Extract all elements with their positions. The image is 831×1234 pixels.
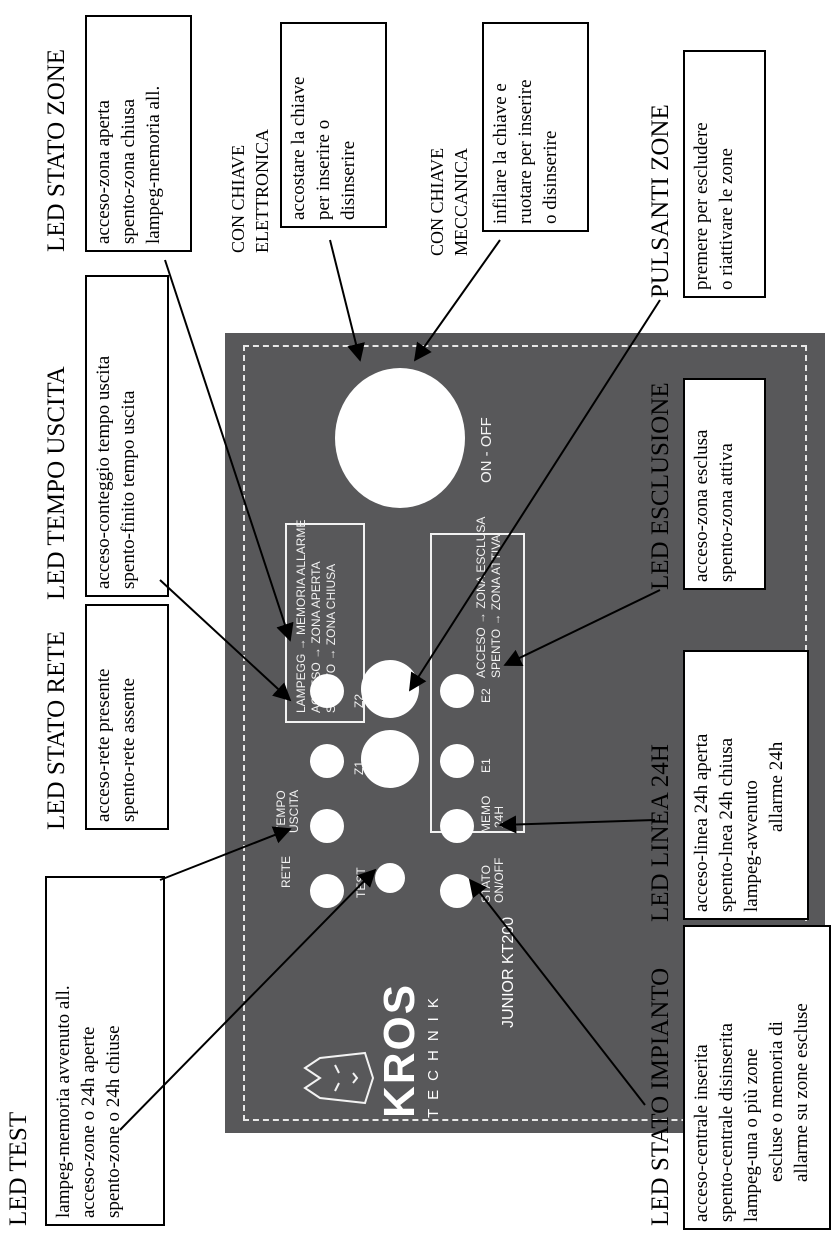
led-stato-rete-title: LED STATO RETE [43,631,70,830]
led-test [375,863,405,893]
led-linea-24h-title: LED LINEA 24H [647,744,674,922]
chiave-elettronica-line: per inserire o [313,119,334,220]
chiave-meccanica-line: o disinserire [540,130,561,224]
led-memo-24h [440,809,474,843]
led-esclusione-title: LED ESCLUSIONE [647,382,674,590]
led-stato-impianto [440,874,474,908]
chiave-elettronica-title: CON CHIAVE ELETTRONICA [226,129,274,253]
led-stato-zone-z2 [310,674,344,708]
led-tempo-uscita-title: LED TEMPO USCITA [43,366,70,600]
legend-escl-1: ACCESO → ZONA ESCLUSA [474,516,488,678]
led-test-line: spento-zone o 24h chiuse [103,1025,124,1218]
label-uscita: USCITA [287,789,301,833]
led-rete [310,874,344,908]
led-test-title: LED TEST [5,1111,32,1226]
label-24h: 24H [492,805,506,828]
brand-sub: TECHNIK [425,989,442,1118]
chiave-meccanica-title-line: MECCANICA [451,147,471,256]
legend-zone-1: LAMPEGG → MEMORIA ALLARME [294,519,308,713]
pulsanti-zone-line: o riattivare le zone [716,148,737,290]
chiave-meccanica-line: infilare la chiave e [490,83,511,224]
led-stato-impianto-line: acceso-centrale inserita [691,1044,712,1222]
led-stato-impianto-line: spento-centrale disinserita [716,1023,737,1222]
led-stato-rete-box: acceso-rete presente spento-rete assente [85,604,169,830]
model-name: JUNIOR KT200 [500,916,517,1028]
brand-logo-icon [295,1043,375,1113]
chiave-meccanica-line: ruotare per inserire [515,79,536,224]
led-stato-zone-box: acceso-zona aperta spento-zona chiusa la… [85,15,192,252]
led-stato-zone-title: LED STATO ZONE [43,48,70,252]
chiave-elettronica-title-line: ELETTRONICA [252,129,272,253]
led-esclusione-line: spento-zona attiva [716,443,737,582]
chiave-elettronica-title-line: CON CHIAVE [228,144,248,253]
led-stato-impianto-box: acceso-centrale inserita spento-centrale… [683,925,831,1230]
led-linea-24h-box: acceso-linea 24h aperta spento-lnea 24h … [683,650,809,920]
led-stato-zone-line: lampeg-memoria all. [143,85,164,244]
led-tempo-uscita-box: acceso-conteggio tempo uscita spento-fin… [85,275,169,597]
pulsanti-zone-title: PULSANTI ZONE [647,104,674,298]
chiave-meccanica-box: infilare la chiave e ruotare per inserir… [482,22,589,232]
label-e1: E1 [479,758,493,773]
led-stato-zone-line: spento-zona chiusa [118,98,139,244]
led-esclusione-line: acceso-zona esclusa [691,429,712,582]
led-esclusione-e1 [440,744,474,778]
led-tempo-uscita-line: acceso-conteggio tempo uscita [93,355,114,589]
chiave-elettronica-box: accostare la chiave per inserire o disin… [280,22,387,228]
led-esclusione-e2 [440,674,474,708]
chiave-elettronica-line: disinserire [338,140,359,220]
led-linea-24h-line: lampeg-avvenuto [741,780,762,912]
led-linea-24h-line: acceso-linea 24h aperta [691,733,712,912]
zone-button-z2[interactable] [361,660,419,718]
led-tempo-uscita [310,809,344,843]
led-esclusione-box: acceso-zona esclusa spento-zona attiva [683,378,766,590]
led-stato-impianto-line: escluse o memoria di [766,1021,787,1182]
led-test-line: lampeg-memoria avvenuto all. [53,985,74,1218]
led-stato-rete-line: spento-rete assente [118,677,139,822]
led-stato-zone-line: acceso-zona aperta [93,100,114,244]
led-linea-24h-line: allarme 24h [766,741,787,832]
led-test-line: acceso-zone o 24h aperte [78,1026,99,1218]
led-stato-impianto-line: lampeg-una o più zone [741,1048,762,1222]
legend-escl-2: SPENTO → ZONA ATTIVA [489,534,503,678]
label-on-off-led: ON/OFF [492,857,506,903]
label-rete: RETE [279,855,293,888]
pulsanti-zone-box: premere per escludere o riattivare le zo… [683,50,766,298]
chiave-meccanica-title-line: CON CHIAVE [427,147,447,256]
on-off-label: ON - OFF [478,417,495,483]
key-reader [335,368,465,508]
label-e2: E2 [479,688,493,703]
pulsanti-zone-line: premere per escludere [691,122,712,290]
chiave-meccanica-title: CON CHIAVE MECCANICA [425,148,473,256]
led-stato-impianto-title: LED STATO IMPIANTO [647,967,674,1226]
zone-button-z1[interactable] [361,730,419,788]
led-test-box: lampeg-memoria avvenuto all. acceso-zone… [45,876,165,1226]
brand-name: KROS [375,982,424,1118]
led-stato-zone-z1 [310,744,344,778]
led-linea-24h-line: spento-lnea 24h chiusa [716,737,737,912]
led-stato-impianto-line: allarme su zone escluse [791,1003,812,1182]
led-stato-rete-line: acceso-rete presente [93,668,114,822]
led-tempo-uscita-line: spento-finito tempo uscita [118,390,139,589]
label-test: TEST [354,867,368,898]
chiave-elettronica-line: accostare la chiave [288,76,309,220]
